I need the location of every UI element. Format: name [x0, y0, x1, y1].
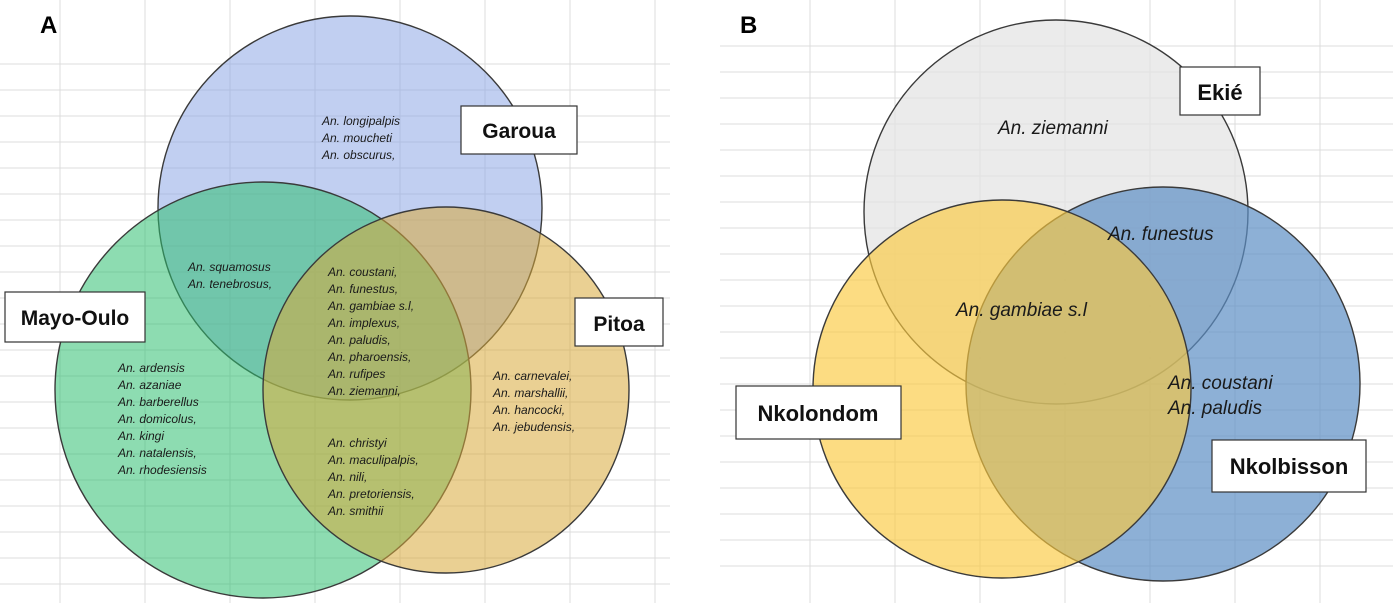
- species-list-all-three-a: An. coustani, An. funestus, An. gambiae …: [327, 265, 417, 398]
- species-list-garoua-only: An. longipalpis An. moucheti An. obscuru…: [321, 114, 403, 162]
- svg-text:Ekié: Ekié: [1197, 80, 1242, 105]
- species-list-nkolbisson-only: An. coustani An. paludis: [1167, 373, 1278, 419]
- site-label-garoua: Garoua: [460, 105, 578, 155]
- site-label-nkolondom: Nkolondom: [735, 385, 902, 440]
- species-list-ekie-only: An. ziemanni: [997, 118, 1109, 139]
- species-list-all-three-b: An. gambiae s.l: [955, 300, 1088, 321]
- site-label-pitoa: Pitoa: [574, 297, 664, 347]
- species-list-ekie-nkolbisson: An. funestus: [1107, 224, 1214, 245]
- svg-text:Nkolbisson: Nkolbisson: [1230, 454, 1349, 479]
- site-label-nkolbisson: Nkolbisson: [1211, 439, 1367, 493]
- species-list-mayo-oulo-pitoa: An. christyi An. maculipalpis, An. nili,…: [327, 436, 422, 518]
- site-label-ekie: Ekié: [1179, 66, 1261, 116]
- svg-text:Pitoa: Pitoa: [593, 313, 645, 336]
- svg-text:Mayo-Oulo: Mayo-Oulo: [21, 307, 130, 330]
- svg-text:Garoua: Garoua: [482, 120, 556, 143]
- species-list-mayo-oulo-only: An. ardensis An. azaniae An. barberellus…: [117, 361, 207, 477]
- panel-letter-a: A: [40, 12, 57, 39]
- species-list-garoua-mayo-oulo: An. squamosus An. tenebrosus,: [187, 260, 274, 291]
- species-list-pitoa-only: An. carnevalei, An. marshallii, An. hanc…: [492, 369, 576, 434]
- site-label-mayo-oulo: Mayo-Oulo: [4, 291, 146, 343]
- venn-circle-pitoa: [262, 206, 630, 574]
- panel-letter-b: B: [740, 12, 757, 39]
- svg-text:Nkolondom: Nkolondom: [758, 401, 879, 426]
